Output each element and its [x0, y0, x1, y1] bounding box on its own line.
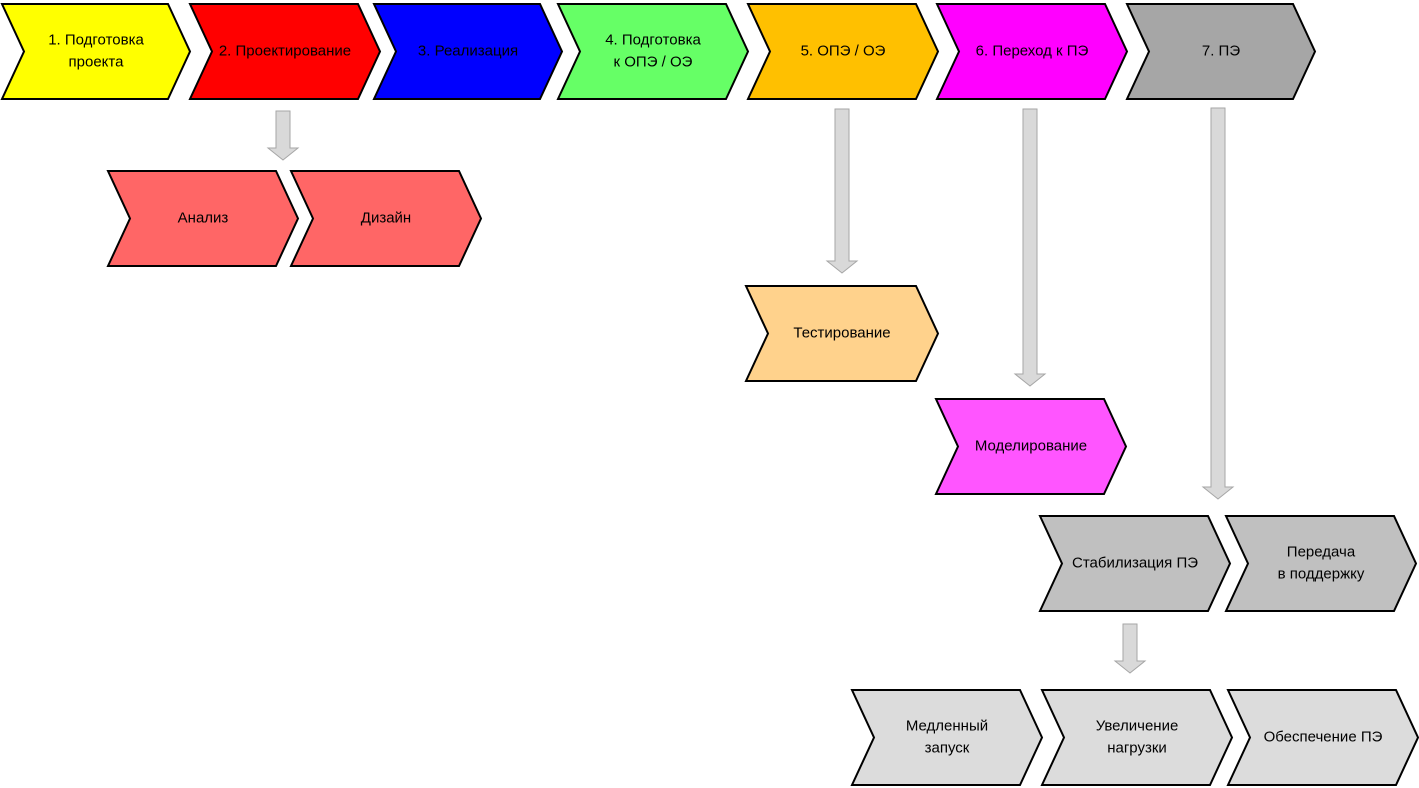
arrow-to-testing — [825, 108, 859, 274]
substep-slow-start-label: запуск — [925, 739, 970, 756]
stage-7: 7. ПЭ — [1125, 3, 1317, 100]
stage-4-shape — [556, 3, 750, 100]
stage-3-shape — [372, 3, 564, 100]
substep-handover: Передача в поддержку — [1224, 515, 1418, 612]
stage-4: 4. Подготовка к ОПЭ / ОЭ — [556, 3, 750, 100]
stage-2-label: 2. Проектирование — [219, 42, 351, 59]
substep-design-label: Дизайн — [361, 209, 411, 226]
stage-3-label: 3. Реализация — [418, 42, 518, 59]
substep-handover-label: в поддержку — [1278, 565, 1365, 582]
stage-5-shape — [746, 3, 940, 100]
stage-5-label: 5. ОПЭ / ОЭ — [801, 42, 886, 59]
stage-1-label: 1. Подготовка — [48, 31, 144, 48]
stage-5: 5. ОПЭ / ОЭ — [746, 3, 940, 100]
substep-pe-support: Обеспечение ПЭ — [1226, 689, 1419, 786]
stage-4-label: 4. Подготовка — [605, 31, 701, 48]
substep-stabilization-shape — [1038, 515, 1232, 612]
stage-6: 6. Переход к ПЭ — [935, 3, 1129, 100]
substep-modeling-shape — [934, 398, 1128, 495]
stage-3: 3. Реализация — [372, 3, 564, 100]
stage-1-shape — [0, 3, 192, 100]
substep-handover-shape — [1224, 515, 1418, 612]
stage-7-label: 7. ПЭ — [1202, 42, 1240, 59]
substep-analysis-shape — [106, 170, 300, 267]
arrow-to-slow-start — [1113, 623, 1147, 674]
substep-design-shape — [289, 170, 483, 267]
substep-analysis-label: Анализ — [178, 209, 229, 226]
substep-slow-start-label: Медленный — [906, 717, 988, 734]
substep-pe-support-shape — [1226, 689, 1419, 786]
stage-1-label: проекта — [69, 53, 125, 70]
stage-6-shape — [935, 3, 1129, 100]
substep-pe-support-label: Обеспечение ПЭ — [1264, 728, 1383, 745]
stage-7-shape — [1125, 3, 1317, 100]
substep-handover-label: Передача — [1287, 543, 1356, 560]
arrow-to-modeling — [1013, 108, 1047, 387]
substep-modeling-label: Моделирование — [975, 437, 1087, 454]
stage-4-label: к ОПЭ / ОЭ — [614, 53, 693, 70]
stage-2-shape — [188, 3, 382, 100]
stage-1: 1. Подготовка проекта — [0, 3, 192, 100]
substep-stabilization-label: Стабилизация ПЭ — [1072, 554, 1198, 571]
substep-modeling: Моделирование — [934, 398, 1128, 495]
substep-analysis: Анализ — [106, 170, 300, 267]
substep-testing: Тестирование — [744, 285, 940, 382]
arrow-to-analysis — [266, 110, 300, 161]
substep-load-increase-shape — [1040, 689, 1234, 786]
substep-stabilization: Стабилизация ПЭ — [1038, 515, 1232, 612]
stage-2: 2. Проектирование — [188, 3, 382, 100]
substep-testing-shape — [744, 285, 940, 382]
substep-design: Дизайн — [289, 170, 483, 267]
substep-load-increase-label: Увеличение — [1096, 717, 1179, 734]
substep-load-increase-label: нагрузки — [1107, 739, 1167, 756]
arrow-to-stabilization — [1201, 107, 1235, 500]
substep-slow-start: Медленный запуск — [850, 689, 1044, 786]
substep-load-increase: Увеличение нагрузки — [1040, 689, 1234, 786]
stage-6-label: 6. Переход к ПЭ — [976, 42, 1089, 59]
substep-slow-start-shape — [850, 689, 1044, 786]
substep-testing-label: Тестирование — [793, 324, 890, 341]
